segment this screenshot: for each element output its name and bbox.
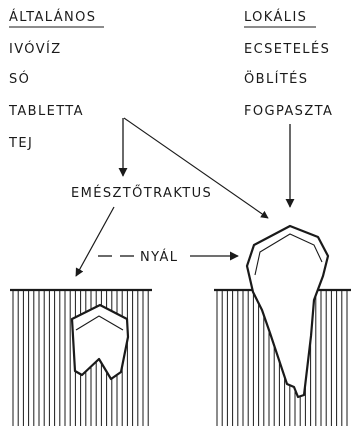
systemic-item-salt: SÓ — [9, 71, 30, 87]
saliva-label: NYÁL — [140, 249, 178, 265]
systemic-item-milk: TEJ — [8, 136, 33, 151]
systemic-heading: ÁLTALÁNOS — [9, 9, 96, 25]
local-item-rinsing: ÖBLÍTÉS — [244, 70, 308, 87]
local-heading: LOKÁLIS — [244, 9, 307, 25]
digestive-tract-label: EMÉSZTŐTRAKTUS — [71, 185, 212, 201]
arrow-digestive-to-developing-tooth — [76, 207, 114, 276]
local-item-toothpaste: FOGPASZTA — [244, 104, 333, 119]
developing-tooth-jaw — [10, 290, 152, 426]
arrow-systemic-to-erupted-tooth — [124, 118, 268, 218]
local-item-brushing: ECSETELÉS — [244, 41, 330, 57]
systemic-item-tablet: TABLETTA — [8, 104, 84, 119]
systemic-item-drinking-water: IVÓVÍZ — [9, 41, 62, 57]
